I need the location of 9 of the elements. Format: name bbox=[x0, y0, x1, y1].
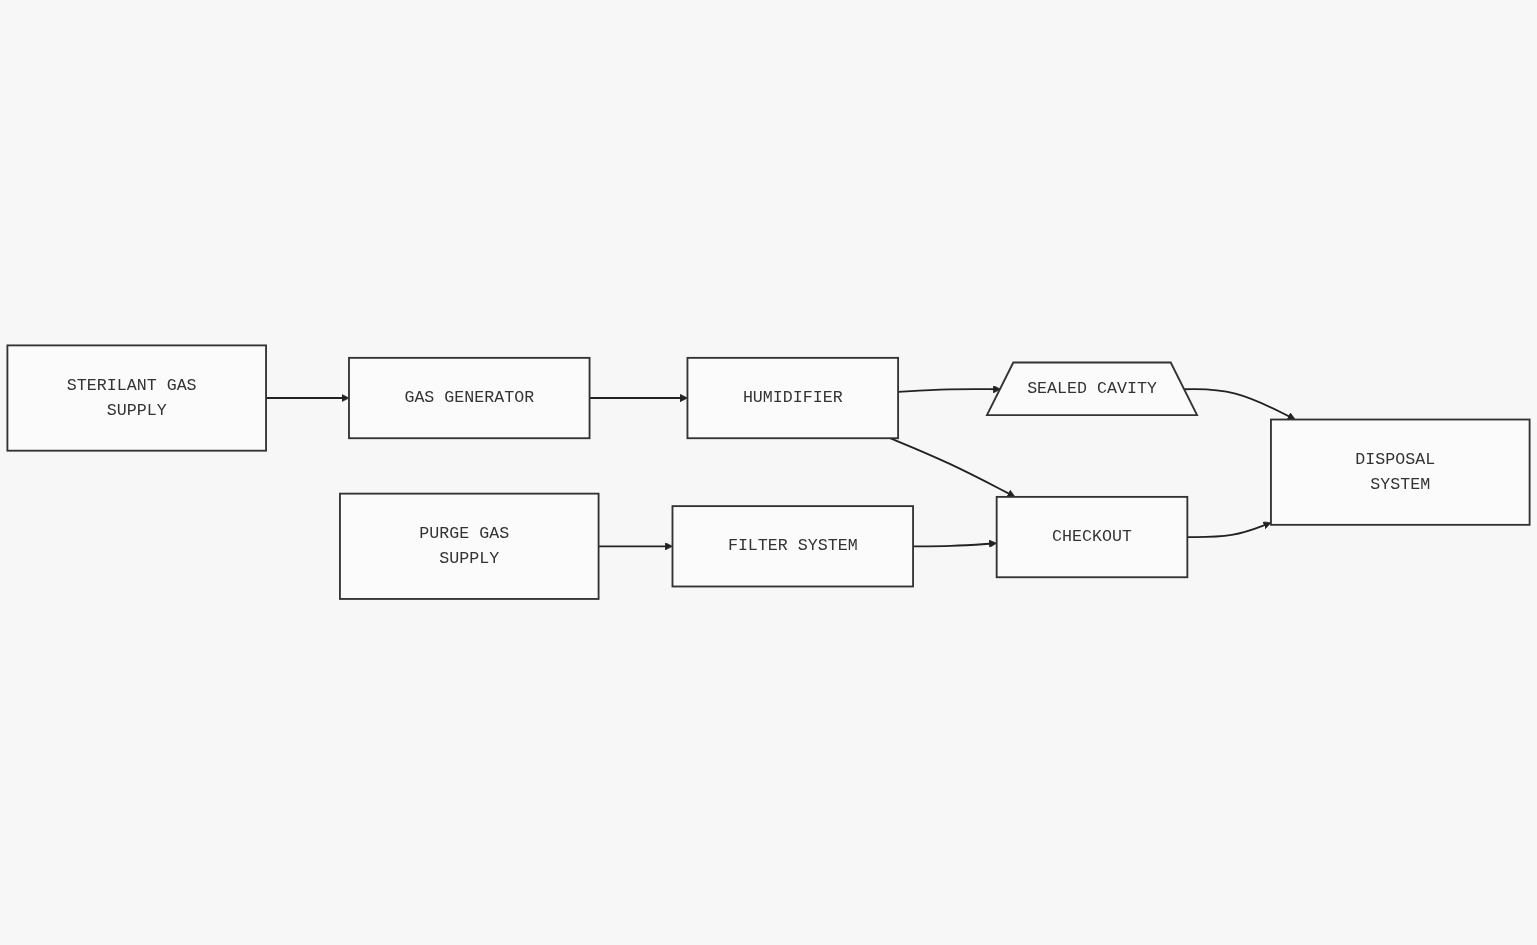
node-box: PURGE GAS SUPPLY bbox=[339, 493, 600, 601]
node-box: HUMIDIFIER bbox=[686, 357, 900, 440]
arrow bbox=[889, 437, 1016, 498]
node-box: GAS GENERATOR bbox=[348, 357, 591, 440]
node-box: DISPOSAL SYSTEM bbox=[1270, 418, 1531, 527]
node-box: STERILANT GAS SUPPLY bbox=[6, 344, 267, 452]
arrow bbox=[1183, 388, 1296, 421]
node-box: FILTER SYSTEM bbox=[671, 505, 914, 588]
node-box: CHECKOUT bbox=[995, 496, 1189, 579]
